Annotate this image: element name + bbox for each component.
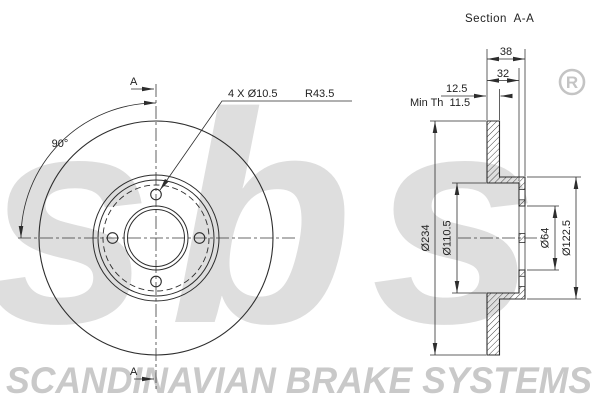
disc-outer-circle <box>38 120 274 356</box>
angle-dimension-arc <box>18 100 157 239</box>
bolt-hole-bottom <box>150 275 162 288</box>
angle-label: 90° <box>52 138 69 150</box>
bolt-holes-leader <box>159 100 352 191</box>
hat-depth-label: 32 <box>497 68 509 80</box>
front-view: 90° 4 X Ø10.5 R43.5 A A <box>18 76 352 392</box>
sbs-logo-watermark: sbs <box>0 50 556 386</box>
bore-center-detail <box>518 233 526 243</box>
center-bore-chamfer-circle <box>127 209 185 267</box>
friction-inner-diameter-label: Ø122.5 <box>561 220 573 256</box>
registered-trademark-circle <box>558 68 586 96</box>
friction-inner-edge-circle <box>92 174 220 302</box>
registered-trademark-icon: R <box>558 68 586 96</box>
hat-edge-circle <box>97 179 215 297</box>
overall-width-label: 38 <box>500 46 512 58</box>
section-title: Section A-A <box>465 13 534 25</box>
cut-label-top: A <box>130 76 138 88</box>
flange-bolt-hole-lower <box>519 276 525 287</box>
disc-thickness-label: 12.5 <box>446 83 467 95</box>
section-view: Section A-A Ø234 Ø110.5 Ø64 <box>410 13 581 356</box>
bolt-circle-radius-label: R43.5 <box>305 88 334 100</box>
hat-diameter-label: Ø110.5 <box>442 220 454 255</box>
cut-label-bottom: A <box>130 366 138 378</box>
watermark-banner: SCANDINAVIAN BRAKE SYSTEMS <box>6 360 592 400</box>
center-bore-label: Ø64 <box>540 228 552 249</box>
watermark-layer: sbs SCANDINAVIAN BRAKE SYSTEMS R <box>0 50 592 400</box>
bolt-holes-label: 4 X Ø10.5 <box>228 88 278 100</box>
hidden-hat-wall-circle <box>102 184 210 292</box>
min-thickness-label: Min Th 11.5 <box>410 97 470 109</box>
bolt-hole-right <box>193 232 206 244</box>
flange-bolt-hole-upper <box>519 189 525 200</box>
center-bore-circle <box>123 205 189 271</box>
registered-trademark-letter: R <box>566 73 578 92</box>
outer-diameter-label: Ø234 <box>420 225 432 252</box>
